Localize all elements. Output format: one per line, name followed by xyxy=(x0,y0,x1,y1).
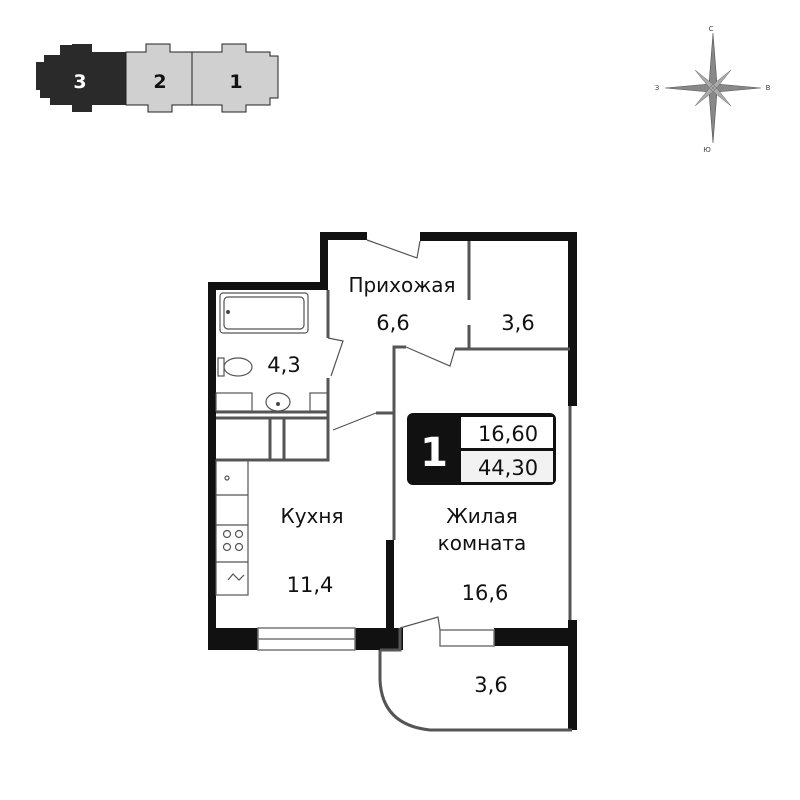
compass-rose-icon: С Ю З В xyxy=(655,25,771,154)
walls xyxy=(208,232,577,730)
area-badge: 1 16,60 44,30 xyxy=(407,413,556,485)
section-2-button[interactable]: 2 xyxy=(125,43,193,113)
doors xyxy=(327,239,456,631)
kitchen-sink-icon xyxy=(224,475,230,481)
section-1-label: 1 xyxy=(229,71,242,93)
hallway-name: Прихожая xyxy=(348,273,455,297)
section-1-button[interactable]: 1 xyxy=(191,43,279,113)
compass-east-label: В xyxy=(766,84,771,92)
hallway-area: 6,6 xyxy=(376,311,409,335)
stove-icon xyxy=(222,529,244,552)
washing-machine-icon xyxy=(215,392,329,412)
section-3-label: 3 xyxy=(73,71,86,93)
storage-area: 3,6 xyxy=(501,311,534,335)
living-room-name-line2: комната xyxy=(438,531,527,555)
compass-north-label: С xyxy=(709,25,714,33)
section-3-button[interactable]: 3 xyxy=(36,44,126,112)
section-selector: 3 2 1 xyxy=(36,43,279,113)
fixtures xyxy=(215,292,329,596)
kitchen-counter xyxy=(215,459,249,596)
compass-south-label: Ю xyxy=(703,146,711,154)
living-area-value: 16,60 xyxy=(478,422,538,446)
balcony-outline xyxy=(378,650,572,732)
compass-west-label: З xyxy=(655,84,660,92)
sink-icon xyxy=(265,392,291,412)
oven-icon xyxy=(227,573,245,581)
toilet-icon xyxy=(217,357,253,377)
balcony-area: 3,6 xyxy=(474,673,507,697)
room-count: 1 xyxy=(420,430,448,476)
inner-walls xyxy=(216,241,572,652)
kitchen-name: Кухня xyxy=(281,504,344,528)
kitchen-area: 11,4 xyxy=(287,573,334,597)
bathtub-icon xyxy=(219,292,309,334)
bathroom-area: 4,3 xyxy=(267,353,300,377)
total-area-value: 44,30 xyxy=(478,456,538,480)
living-room-name: Жилая xyxy=(446,504,518,528)
living-room-area: 16,6 xyxy=(462,581,509,605)
windows xyxy=(257,627,495,651)
section-2-label: 2 xyxy=(153,71,166,93)
